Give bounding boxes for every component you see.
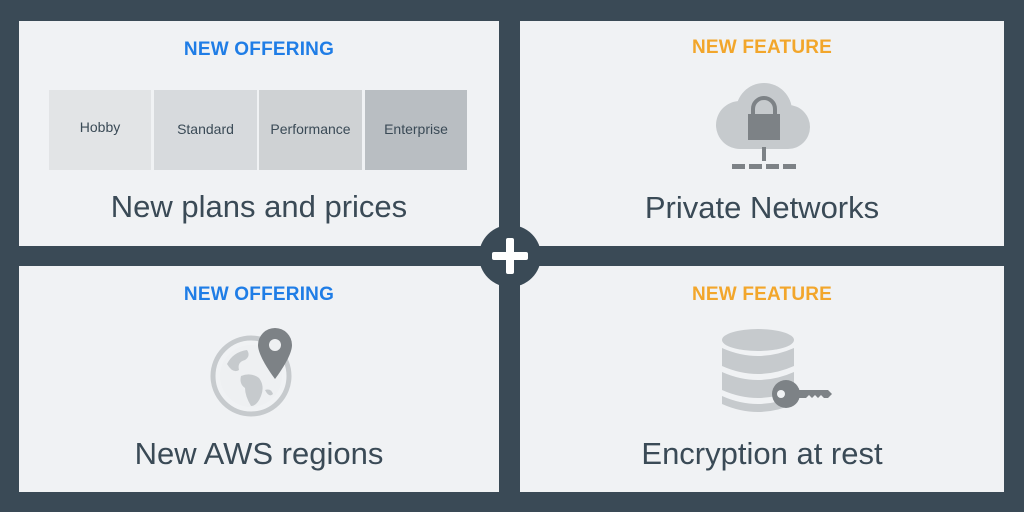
- cloud-lock-icon: [716, 83, 810, 169]
- plan-standard: Standard: [154, 90, 257, 170]
- plus-badge: [479, 225, 541, 287]
- panel-title: Encryption at rest: [641, 436, 883, 471]
- plan-label: Standard: [177, 121, 234, 137]
- encryption-panel: NEW FEATURE Encryption at rest: [520, 266, 1004, 492]
- plan-label: Hobby: [79, 119, 121, 135]
- plan-hobby: Hobby: [49, 90, 151, 170]
- feature-tag: NEW FEATURE: [691, 284, 833, 305]
- offering-tag: NEW OFFERING: [183, 39, 335, 60]
- plan-label: Enterprise: [384, 121, 448, 137]
- feature-tag: NEW FEATURE: [691, 37, 833, 58]
- networks-panel: NEW FEATURE Private Networks: [520, 21, 1004, 246]
- plans-row: Hobby Standard Performance Enterprise: [49, 90, 469, 170]
- plus-icon: [492, 238, 528, 274]
- regions-panel: NEW OFFERING New AWS regions: [19, 266, 499, 492]
- database-key-icon: [722, 329, 832, 412]
- globe-pin-icon: [210, 328, 292, 417]
- plan-performance: Performance: [259, 90, 362, 170]
- panel-title: New AWS regions: [134, 436, 384, 471]
- plan-enterprise: Enterprise: [365, 90, 467, 170]
- plans-panel: NEW OFFERING Hobby Standard Performance …: [19, 21, 499, 246]
- offering-tag: NEW OFFERING: [183, 284, 335, 305]
- panel-title: New plans and prices: [110, 189, 408, 224]
- panel-title: Private Networks: [644, 190, 880, 225]
- plan-label: Performance: [270, 121, 351, 137]
